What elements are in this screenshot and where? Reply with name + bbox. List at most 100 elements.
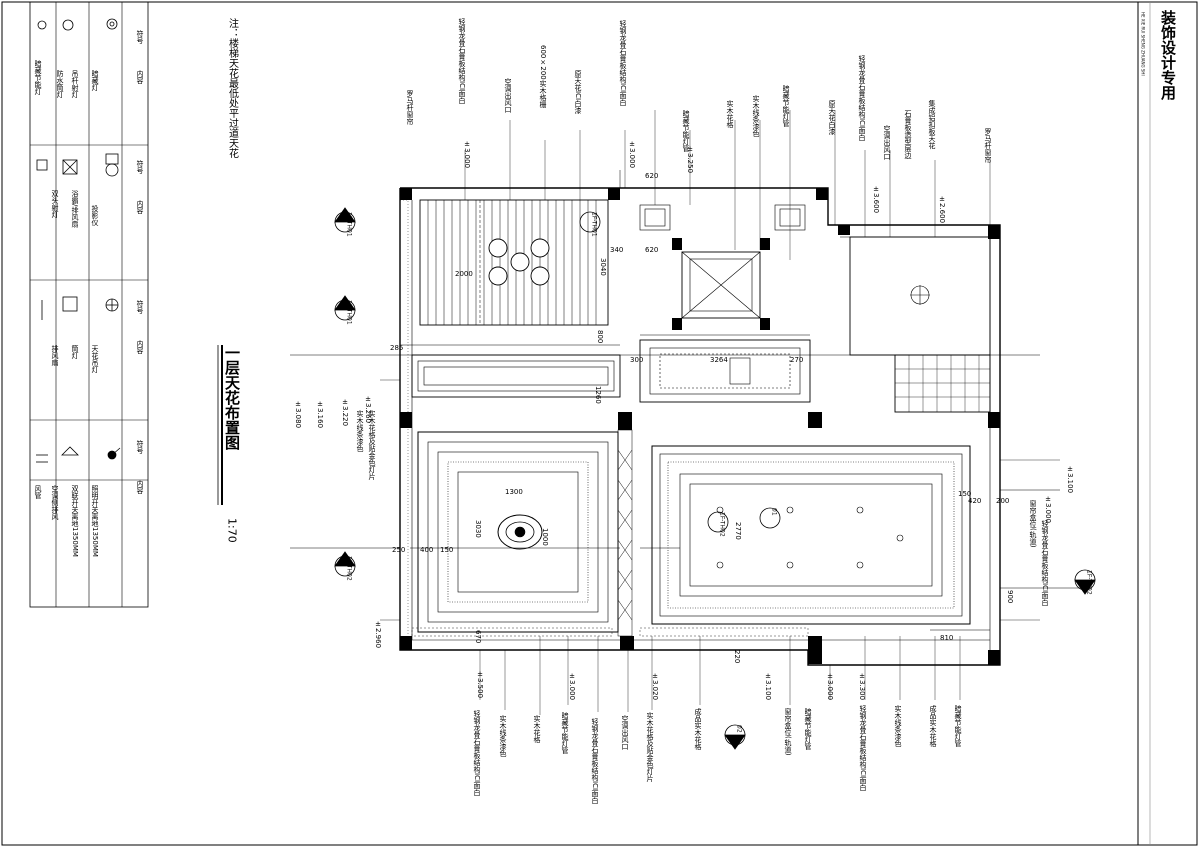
elevation-label: ±3.160 — [316, 400, 324, 428]
bottom-curtain-strip — [411, 627, 809, 637]
annotation-label: 原天花ICI白漆 — [574, 70, 582, 115]
annotation-label: 轻钢龙骨石膏板结构ICI面白 — [473, 709, 481, 797]
elevation-label: ±2.960 — [374, 620, 382, 648]
annotation-label: 暗藏节能灯管 — [804, 707, 812, 751]
legend-header-symbol: 符号 — [136, 29, 144, 45]
annotation-label: 石膏板造型层边 — [904, 110, 912, 160]
annotation-label: 暗藏节能灯管 — [561, 711, 569, 755]
annotation-label: 600×200实木格栅 — [539, 45, 547, 109]
section-mark-icon — [1074, 569, 1096, 595]
annotation-label: 实木线条漆色 — [356, 409, 364, 452]
dim-label: 810 — [940, 634, 953, 642]
section-mark-icon — [724, 724, 746, 750]
annotation-label: 轻钢龙骨石膏板结构ICI面白 — [619, 19, 627, 107]
legend-item: 双头射灯 — [51, 190, 59, 219]
elevation-label: ±3.220 — [341, 398, 349, 426]
dim-label: 620 — [645, 246, 658, 254]
annotation-label: 轻钢龙骨石膏板结构ICI面白 — [458, 17, 466, 105]
section-label: 1F-TH02 — [719, 512, 726, 537]
legend-item: 暗藏节能灯 — [34, 59, 42, 96]
section-label: 1F-TH02 — [346, 556, 353, 581]
pendant-light-icon — [488, 266, 508, 286]
elevation-label: ±3.000 — [1044, 495, 1052, 523]
section-mark-icon — [334, 551, 356, 577]
dim-label: 620 — [645, 172, 658, 180]
annotation-label: 空调出风口 — [504, 77, 512, 113]
structural-columns — [400, 188, 1000, 665]
legend-item: 双联开关离地1350MM — [71, 485, 79, 557]
elevation-label: ±3.020 — [651, 672, 659, 700]
legend-header-content-2: 内容 — [136, 199, 144, 215]
dining-room-ceiling — [651, 445, 971, 625]
dim-label: 150 — [958, 490, 971, 498]
pendant-light-icon — [106, 18, 118, 30]
legend-item: 排风扇 — [51, 344, 59, 367]
legend-item: 天花吊灯 — [91, 345, 99, 374]
hidden-light-icon — [37, 20, 47, 30]
legend-symbols — [36, 18, 121, 463]
fretwork-column — [617, 429, 633, 637]
outer-wall-outline — [399, 188, 1001, 666]
dim-label: 2770 — [734, 522, 742, 540]
section-mark-icon — [334, 207, 356, 233]
drawing-note: 注：楼梯天花最低处平过道天花 — [227, 17, 239, 158]
dim-label: 400 — [420, 546, 433, 554]
dim-label: 800 — [596, 330, 604, 343]
dim-label: 285 — [390, 344, 403, 352]
legend-header-symbol-3: 符号 — [136, 299, 144, 315]
floor-plan — [290, 170, 1080, 666]
downlight-icon — [856, 561, 864, 569]
elevation-label: ±3.100 — [764, 672, 772, 700]
dim-label: 220 — [733, 650, 741, 663]
section-label: 1F-TH01 — [591, 212, 598, 237]
elevation-label: ±3.000 — [568, 672, 576, 700]
annotation-label: 实木花格 — [533, 714, 541, 744]
legend-header-content: 内容 — [136, 69, 144, 85]
pendant-light-icon — [510, 252, 530, 272]
legend-item: 空调侧排风 — [51, 484, 59, 521]
annotations-bottom: 轻钢龙骨石膏板结构ICI面白 实木线条漆色 实木花格 暗藏节能灯管 轻钢龙骨石膏… — [473, 704, 962, 805]
annotation-label: 集成铝扣板天花 — [928, 99, 936, 150]
brand-subtitle: HE XIE RUI SHENG ZHUANG SHI — [1141, 12, 1146, 76]
legend-item: 投影仪 — [91, 204, 99, 226]
dim-label: 150 — [440, 546, 453, 554]
annotation-label: 空调出风口 — [621, 714, 629, 750]
annotation-label: 成品实木花格 — [694, 707, 702, 751]
twin-spot-icon — [36, 159, 48, 171]
exhaust-fan-icon — [105, 153, 119, 165]
pendant-light-icon — [530, 266, 550, 286]
legend-table: 符号 内容 符号 内容 符号 内容 符号 内容 暗藏灯 投影仪 天花吊灯 照明开… — [29, 1, 149, 608]
downlight-icon — [716, 561, 724, 569]
annotation-label: 轻钢龙骨石膏板结构ICI面白 — [858, 54, 866, 142]
downlight-icon — [716, 506, 724, 514]
elevation-marks: ±3.000 ±3.000 ±3.250 ±3.600 ±2.600 ±3.26… — [294, 140, 1074, 700]
downlight-icon — [856, 506, 864, 514]
legend-item: 防水筒灯 — [56, 69, 64, 99]
dim-label: 670 — [474, 630, 482, 643]
elevation-label: ±3.600 — [872, 185, 880, 213]
elevation-label: ±3.300 — [858, 672, 866, 700]
legend-header-content-3: 内容 — [136, 339, 144, 355]
elevation-label: ±3.260 — [364, 395, 372, 423]
legend-item: 吊杆射灯 — [71, 70, 79, 99]
annotations-top: 轻钢龙骨石膏板结构ICI面白 空调出风口 600×200实木格栅 原天花ICI白… — [458, 17, 992, 164]
annotation-label: 空调出风口 — [883, 124, 891, 160]
section-label: 1F-TH01 — [346, 212, 353, 237]
bath-heater-icon — [62, 159, 78, 175]
dim-label: 300 — [630, 356, 643, 364]
brand-title: 装饰设计专用 — [1159, 9, 1177, 101]
dim-label: 3040 — [599, 258, 607, 276]
projector-icon — [105, 163, 119, 177]
corridor-ornamental-ceiling — [639, 339, 811, 403]
dim-label: 2000 — [455, 270, 473, 278]
leader-lines — [380, 110, 1060, 715]
dim-label: 1300 — [505, 488, 523, 496]
legend-header-symbol-4: 符号 — [136, 439, 144, 455]
legend-item: 照明开关离地1350MM — [91, 485, 99, 557]
fretwork-top — [639, 204, 806, 319]
section-label: 1F-TH02 — [1086, 570, 1093, 595]
ceiling-medallion — [497, 514, 543, 550]
section-label: 02 — [736, 725, 743, 733]
